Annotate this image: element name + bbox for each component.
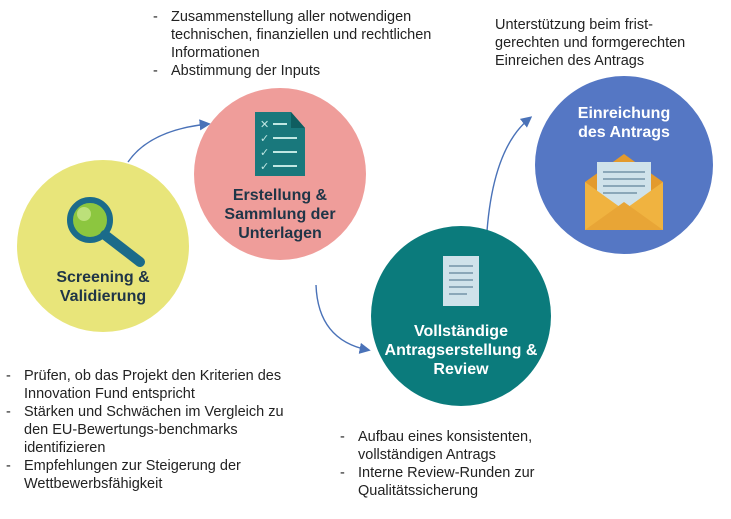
step-erstellung-title: Erstellung & Sammlung der Unterlagen bbox=[224, 187, 336, 242]
svg-text:✓: ✓ bbox=[260, 160, 269, 173]
notes-erstellung-item: Zusammenstellung aller notwendigen techn… bbox=[153, 8, 453, 62]
svg-text:✕: ✕ bbox=[260, 118, 269, 131]
step-review-title: Vollständige Antragserstellung & Review bbox=[384, 323, 538, 378]
arrow-review-to-einreichung bbox=[485, 116, 533, 249]
notes-screening: Prüfen, ob das Projekt den Kriterien des… bbox=[6, 367, 306, 493]
step-review: Vollständige Antragserstellung & Review bbox=[371, 226, 551, 406]
document-icon bbox=[443, 256, 479, 306]
notes-screening-item: Stärken und Schwächen im Vergleich zu de… bbox=[6, 403, 306, 457]
svg-text:✓: ✓ bbox=[260, 132, 269, 145]
notes-erstellung-item: Abstimmung der Inputs bbox=[153, 62, 453, 80]
notes-review: Aufbau eines konsistenten, vollständigen… bbox=[340, 428, 590, 500]
notes-einreichung: Unterstützung beim frist- gerechten und … bbox=[495, 17, 686, 69]
envelope-icon bbox=[585, 154, 663, 230]
svg-text:✓: ✓ bbox=[260, 146, 269, 159]
arrow-screening-to-erstellung bbox=[127, 119, 211, 163]
arrow-erstellung-to-review bbox=[315, 284, 371, 354]
step-einreichung: Einreichung des Antrags bbox=[535, 76, 713, 254]
step-einreichung-title: Einreichung des Antrags bbox=[577, 105, 671, 141]
notes-screening-item: Prüfen, ob das Projekt den Kriterien des… bbox=[6, 367, 306, 403]
magnifier-icon bbox=[67, 197, 145, 267]
notes-review-item: Interne Review-Runden zur Qualitätssiche… bbox=[340, 464, 590, 500]
step-erstellung: ✕ ✓ ✓ ✓ Erstellung & Sammlung der Unterl… bbox=[194, 88, 366, 260]
notes-erstellung: Zusammenstellung aller notwendigen techn… bbox=[153, 8, 453, 80]
checklist-icon: ✕ ✓ ✓ ✓ bbox=[255, 112, 305, 176]
step-screening: Screening & Validierung bbox=[17, 160, 189, 332]
notes-screening-item: Empfehlungen zur Steigerung der Wettbewe… bbox=[6, 457, 306, 493]
notes-review-item: Aufbau eines konsistenten, vollständigen… bbox=[340, 428, 590, 464]
step-screening-title: Screening & Validierung bbox=[56, 269, 150, 305]
